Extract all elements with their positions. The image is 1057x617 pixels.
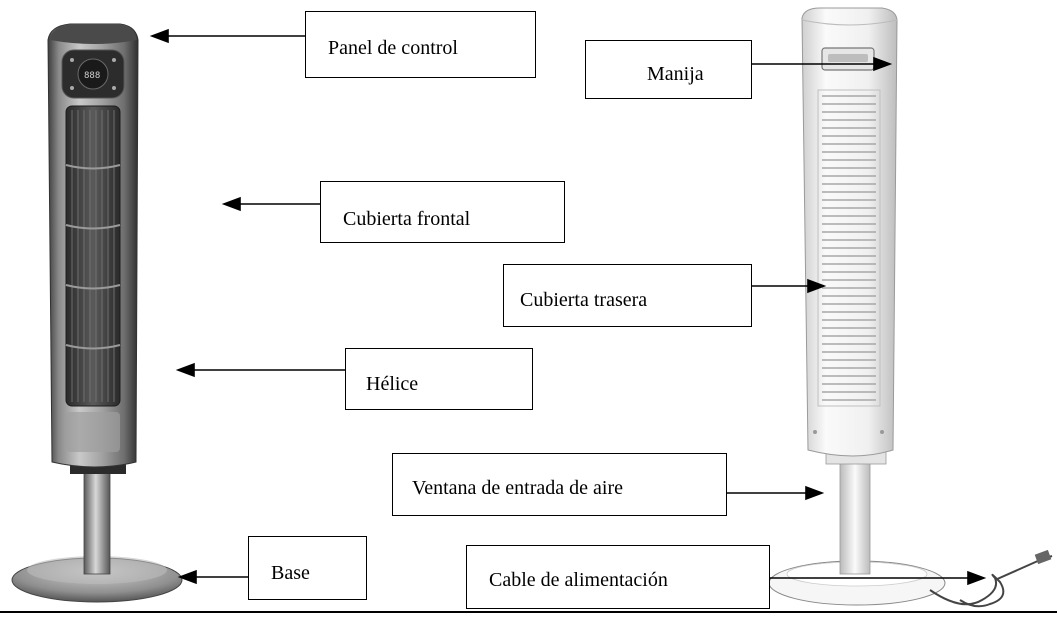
label-front-cover-text: Cubierta frontal [343, 208, 471, 230]
svg-text:888: 888 [84, 71, 100, 81]
label-power-cable: Cable de alimentación [466, 545, 770, 609]
front-fan-pole [83, 469, 111, 575]
power-cable-illustration [929, 555, 1053, 608]
bottom-rule [0, 611, 1057, 613]
label-propeller: Hélice [345, 348, 533, 410]
label-air-intake-window-text: Ventana de entrada de aire [412, 477, 623, 499]
label-rear-cover: Cubierta trasera [503, 264, 752, 327]
label-propeller-text: Hélice [366, 373, 419, 395]
front-fan-grill [65, 105, 121, 407]
label-base: Base [248, 536, 367, 600]
label-rear-cover-text: Cubierta trasera [520, 289, 648, 311]
label-control-panel-text: Panel de control [328, 37, 458, 59]
label-handle-text: Manija [647, 63, 704, 85]
label-control-panel: Panel de control [305, 11, 536, 78]
label-air-intake-window: Ventana de entrada de aire [392, 453, 727, 516]
rear-fan-pole [839, 461, 871, 575]
label-base-text: Base [271, 562, 310, 584]
rear-fan-vent-slots [822, 95, 876, 401]
label-handle: Manija [585, 40, 752, 99]
label-front-cover: Cubierta frontal [320, 181, 565, 243]
label-power-cable-text: Cable de alimentación [489, 569, 668, 591]
